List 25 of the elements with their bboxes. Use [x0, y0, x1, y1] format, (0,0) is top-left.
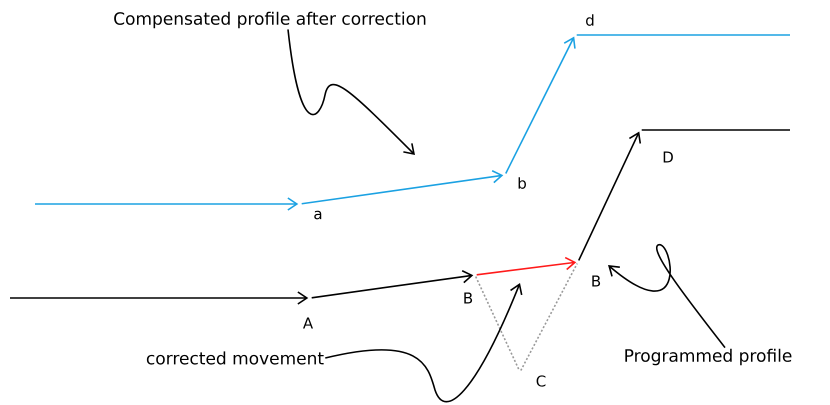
callout-text: Programmed profile	[625, 348, 792, 366]
leader-arrow	[608, 244, 726, 348]
leader-arrow	[287, 29, 415, 155]
arrow	[302, 170, 504, 205]
point-label: d	[586, 14, 594, 26]
arrow	[312, 270, 474, 299]
profile-line	[642, 129, 790, 131]
arrow	[476, 256, 576, 276]
arrow	[35, 197, 298, 211]
point-label: b	[518, 177, 526, 189]
profile-line	[576, 34, 790, 36]
dotted-line	[475, 276, 520, 371]
point-label: A	[302, 318, 313, 328]
arrow	[10, 291, 308, 305]
callout-text: corrected movement	[146, 351, 324, 365]
callout-text: Compensated profile after correction	[114, 12, 426, 28]
point-label: a	[314, 210, 322, 220]
dotted-line	[520, 263, 578, 371]
arrow	[505, 36, 576, 174]
point-label: B	[464, 292, 472, 304]
arrow	[578, 132, 642, 261]
leader-arrow	[325, 283, 522, 402]
point-label: C	[536, 375, 546, 387]
point-label: D	[664, 152, 673, 162]
point-label: B	[592, 276, 600, 286]
